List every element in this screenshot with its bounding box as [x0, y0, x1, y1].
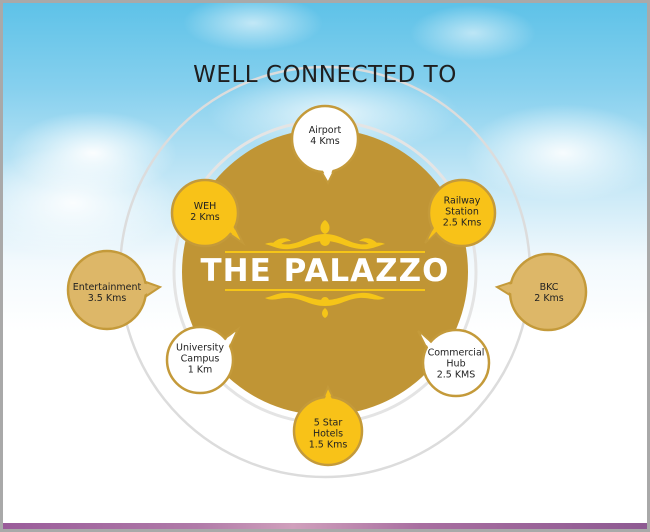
commercial-name-line2: Hub	[446, 358, 466, 370]
label-railway: Railway Station 2.5 Kms	[443, 196, 482, 229]
label-bkc: BKC 2 Kms	[534, 282, 564, 304]
bkc-name: BKC	[539, 282, 559, 293]
bubble-airport	[290, 104, 360, 186]
label-commercial: Commercial Hub 2.5 KMS	[428, 348, 485, 381]
university-name-line2: Campus	[180, 353, 220, 365]
bubble-bkc	[494, 252, 588, 332]
bubble-railway	[424, 178, 497, 248]
label-airport: Airport 4 Kms	[309, 125, 342, 147]
infographic-frame: WELL CONNECTED TO THE PALAZZO Airport 4 …	[3, 3, 647, 529]
railway-name-line2: Station	[445, 206, 479, 218]
bubble-university	[165, 325, 241, 395]
weh-distance: 2 Kms	[190, 212, 220, 223]
connection-diagram	[66, 65, 588, 479]
railway-name-line1: Railway	[443, 195, 481, 207]
bubble-hotels	[292, 384, 364, 467]
label-hotels: 5 Star Hotels 1.5 Kms	[309, 418, 348, 451]
bubble-entertainment	[66, 249, 163, 331]
entertainment-distance: 3.5 Kms	[87, 293, 127, 304]
center-logo-text: THE PALAZZO	[200, 253, 450, 289]
hotels-name-line2: Hotels	[312, 428, 344, 440]
airport-name: Airport	[308, 125, 342, 136]
hotels-distance: 1.5 Kms	[308, 439, 348, 451]
ornament-icon	[225, 220, 425, 318]
railway-distance: 2.5 Kms	[442, 217, 482, 229]
entertainment-name: Entertainment	[72, 282, 142, 293]
university-distance: 1 Km	[187, 364, 213, 376]
bkc-distance: 2 Kms	[534, 293, 564, 304]
university-name-line1: University	[176, 342, 224, 354]
commercial-distance: 2.5 KMS	[436, 369, 476, 381]
airport-distance: 4 Kms	[310, 136, 340, 147]
page-title: WELL CONNECTED TO	[193, 62, 457, 88]
label-university: University Campus 1 Km	[176, 343, 224, 376]
label-weh: WEH 2 Kms	[190, 201, 220, 223]
hotels-name-line1: 5 Star	[313, 417, 343, 429]
center-circle	[182, 129, 468, 415]
label-entertainment: Entertainment 3.5 Kms	[73, 282, 142, 304]
commercial-name-line1: Commercial	[427, 347, 485, 359]
bottom-decorative-band	[3, 523, 647, 529]
bubble-commercial	[417, 328, 491, 398]
weh-name: WEH	[193, 201, 217, 212]
bubble-weh	[170, 178, 246, 248]
